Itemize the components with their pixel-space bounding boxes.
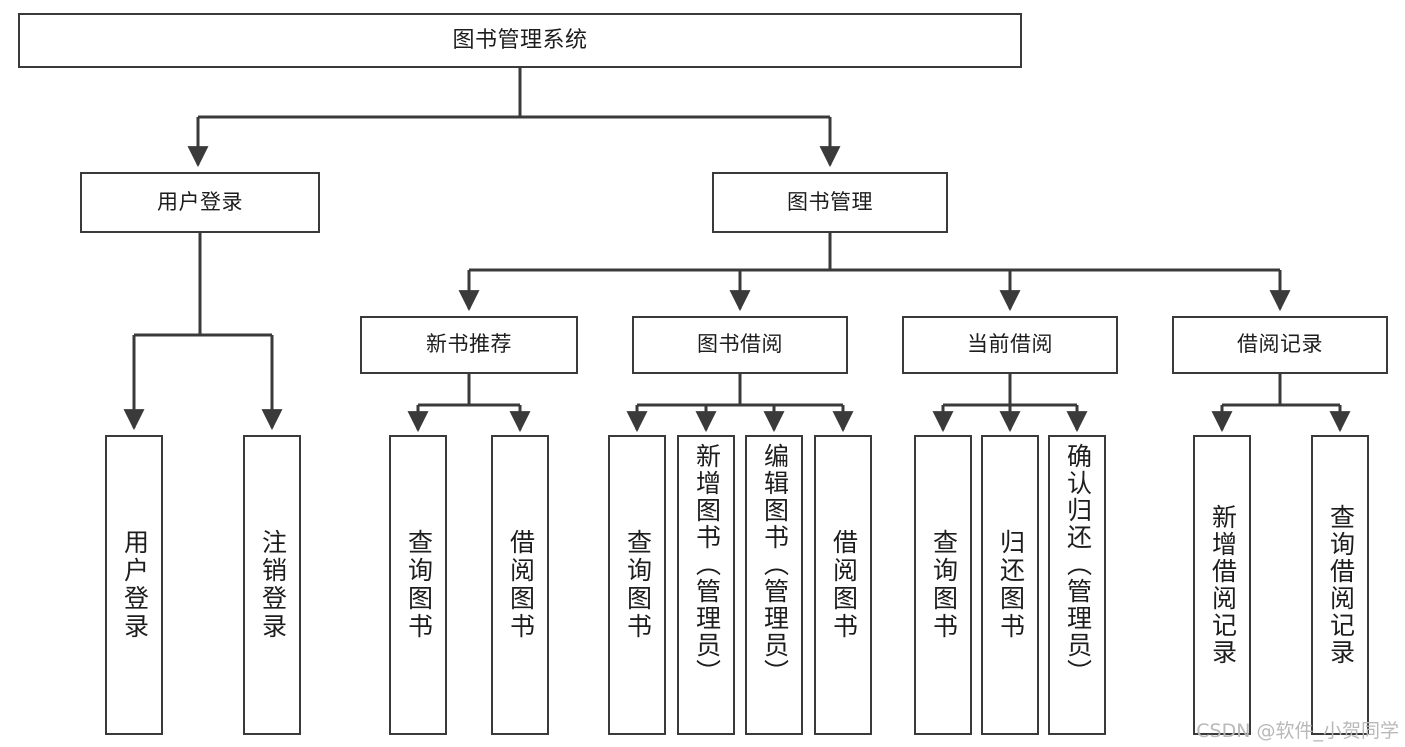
leaf-book-borrow-query[interactable]: 查询图书 bbox=[608, 435, 666, 735]
leaf-book-borrow-add[interactable]: 新增图书（管理员） bbox=[677, 435, 735, 735]
node-label: 图书借阅 bbox=[697, 333, 783, 357]
node-label: 新增图书（管理员） bbox=[692, 443, 721, 686]
node-label: 查询借阅记录 bbox=[1326, 504, 1355, 666]
leaf-borrow-record-add[interactable]: 新增借阅记录 bbox=[1193, 435, 1251, 735]
node-label: 用户登录 bbox=[120, 529, 149, 641]
node-label: 归还图书 bbox=[996, 529, 1025, 641]
node-user-login[interactable]: 用户登录 bbox=[80, 172, 320, 233]
node-label: 用户登录 bbox=[157, 190, 243, 214]
node-new-book-recommend[interactable]: 新书推荐 bbox=[360, 316, 578, 374]
leaf-book-borrow-borrow[interactable]: 借阅图书 bbox=[814, 435, 872, 735]
leaf-new-book-query[interactable]: 查询图书 bbox=[389, 435, 447, 735]
node-current-borrow[interactable]: 当前借阅 bbox=[902, 316, 1118, 374]
node-root-system[interactable]: 图书管理系统 bbox=[18, 13, 1022, 68]
leaf-current-borrow-return[interactable]: 归还图书 bbox=[981, 435, 1039, 735]
node-label: 借阅图书 bbox=[829, 529, 858, 641]
leaf-new-book-borrow[interactable]: 借阅图书 bbox=[491, 435, 549, 735]
node-label: 借阅图书 bbox=[506, 529, 535, 641]
leaf-book-borrow-edit[interactable]: 编辑图书（管理员） bbox=[745, 435, 803, 735]
node-label: 查询图书 bbox=[404, 529, 433, 641]
node-label: 查询图书 bbox=[929, 529, 958, 641]
node-label: 新书推荐 bbox=[426, 333, 512, 357]
node-label: 注销登录 bbox=[258, 529, 287, 641]
watermark-text: CSDN @软件_小贺同学 bbox=[1196, 720, 1399, 742]
node-label: 编辑图书（管理员） bbox=[760, 443, 789, 686]
node-label: 借阅记录 bbox=[1237, 333, 1323, 357]
node-label: 当前借阅 bbox=[967, 333, 1053, 357]
node-label: 图书管理系统 bbox=[452, 27, 588, 53]
node-label: 查询图书 bbox=[623, 529, 652, 641]
node-book-management[interactable]: 图书管理 bbox=[712, 172, 948, 233]
leaf-user-login-signout[interactable]: 注销登录 bbox=[243, 435, 301, 735]
node-label: 图书管理 bbox=[787, 190, 873, 214]
leaf-borrow-record-query[interactable]: 查询借阅记录 bbox=[1311, 435, 1369, 735]
leaf-current-borrow-query[interactable]: 查询图书 bbox=[914, 435, 972, 735]
node-label: 确认归还（管理员） bbox=[1063, 443, 1092, 686]
node-book-borrow[interactable]: 图书借阅 bbox=[632, 316, 848, 374]
leaf-current-borrow-confirm-return[interactable]: 确认归还（管理员） bbox=[1048, 435, 1106, 735]
node-borrow-record[interactable]: 借阅记录 bbox=[1172, 316, 1388, 374]
node-label: 新增借阅记录 bbox=[1208, 504, 1237, 666]
leaf-user-login-signin[interactable]: 用户登录 bbox=[105, 435, 163, 735]
